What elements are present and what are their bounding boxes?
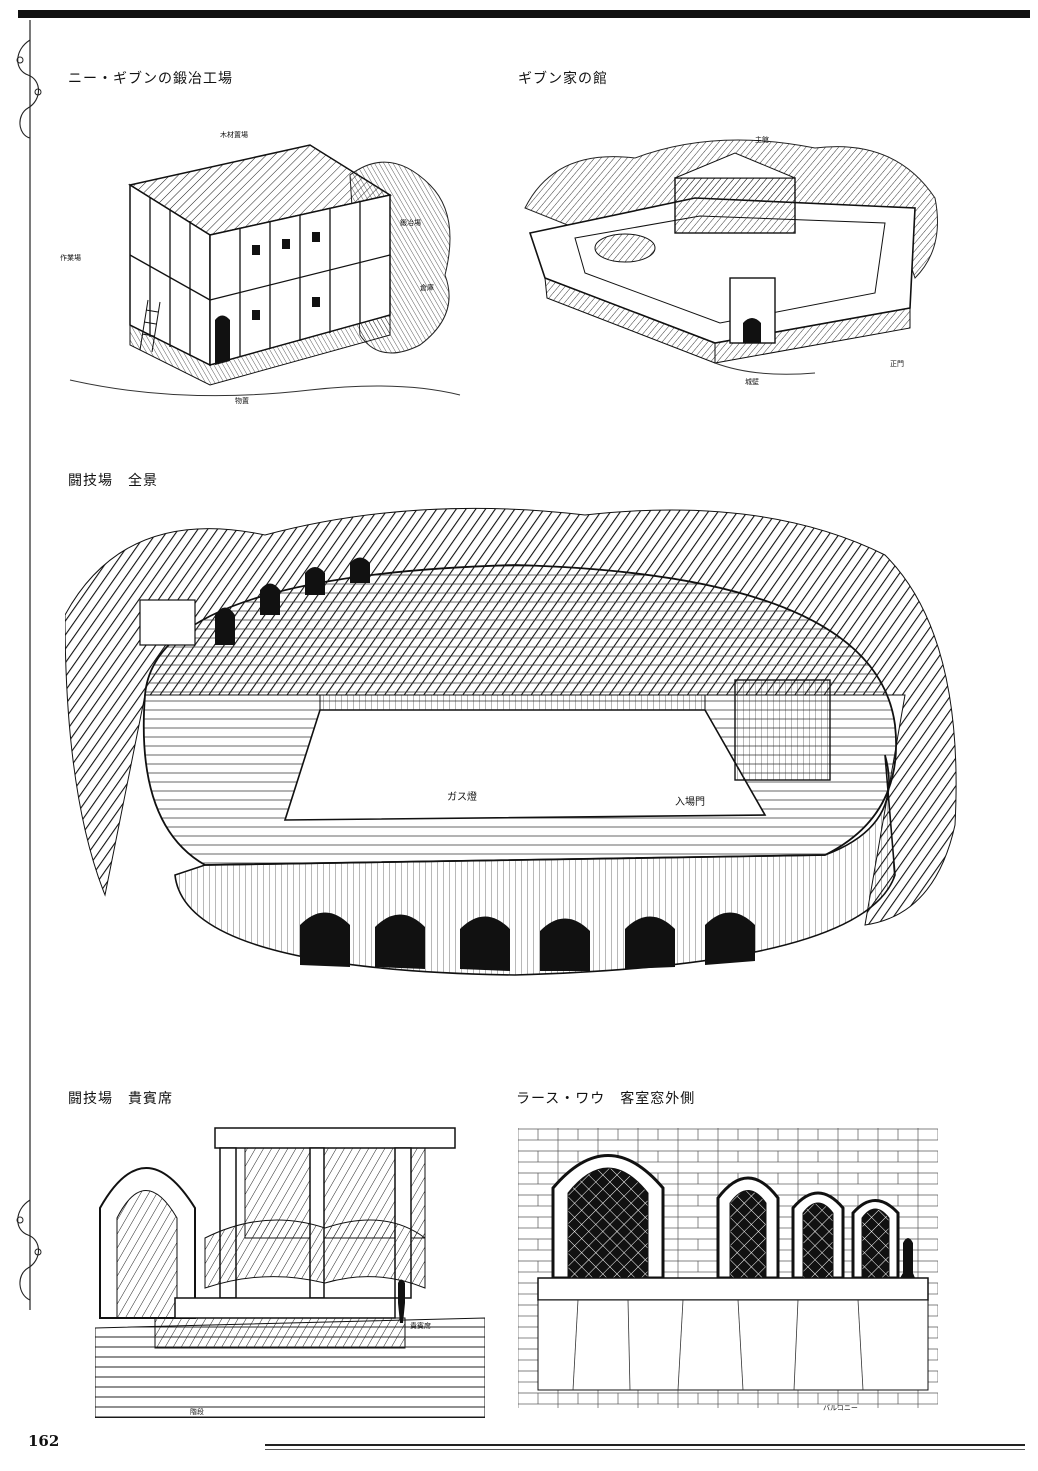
- smithy-label-5: 物置: [235, 396, 249, 405]
- smithy-illustration: 木材置場 鍛冶場 作業場 倉庫 物置: [60, 130, 461, 405]
- arena-label-right: 入場門: [675, 795, 705, 808]
- smithy-label-4: 倉庫: [420, 283, 434, 292]
- top-rule: [18, 10, 1030, 18]
- mansion-label-3: 城壁: [745, 377, 759, 386]
- vip-label-1: 貴賓席: [410, 1321, 431, 1330]
- mansion-illustration: 主館 正門 城壁: [524, 135, 938, 386]
- arena-vip-illustration: 貴賓席 階段: [95, 1127, 485, 1418]
- arena-overview-illustration: ガス燈 入場門: [65, 507, 957, 976]
- smithy-label-1: 木材置場: [220, 130, 248, 139]
- caption-guest-window: ラース・ワウ 客室窓外側: [516, 1091, 696, 1107]
- arena-label-left: ガス燈: [447, 791, 477, 803]
- caption-arena-overview: 闘技場 全景: [68, 473, 158, 489]
- vip-label-2: 階段: [190, 1407, 204, 1416]
- bottom-rule: [265, 1444, 1025, 1446]
- smithy-label-3: 作業場: [60, 253, 81, 262]
- vine-border-ornament: [16, 20, 42, 1310]
- smithy-label-2: 鍛冶場: [400, 218, 421, 227]
- caption-smithy: ニー・ギブンの鍛冶工場: [68, 71, 233, 87]
- bottom-rule-thin: [265, 1449, 1025, 1450]
- caption-arena-vip: 闘技場 貴賓席: [68, 1091, 173, 1107]
- page-number: 162: [28, 1432, 60, 1450]
- window-label-1: バルコニー: [823, 1404, 858, 1412]
- mansion-label-2: 正門: [890, 360, 904, 368]
- mansion-label-1: 主館: [755, 135, 769, 144]
- caption-mansion: ギブン家の館: [518, 71, 608, 87]
- guest-window-illustration: バルコニー: [518, 1128, 938, 1412]
